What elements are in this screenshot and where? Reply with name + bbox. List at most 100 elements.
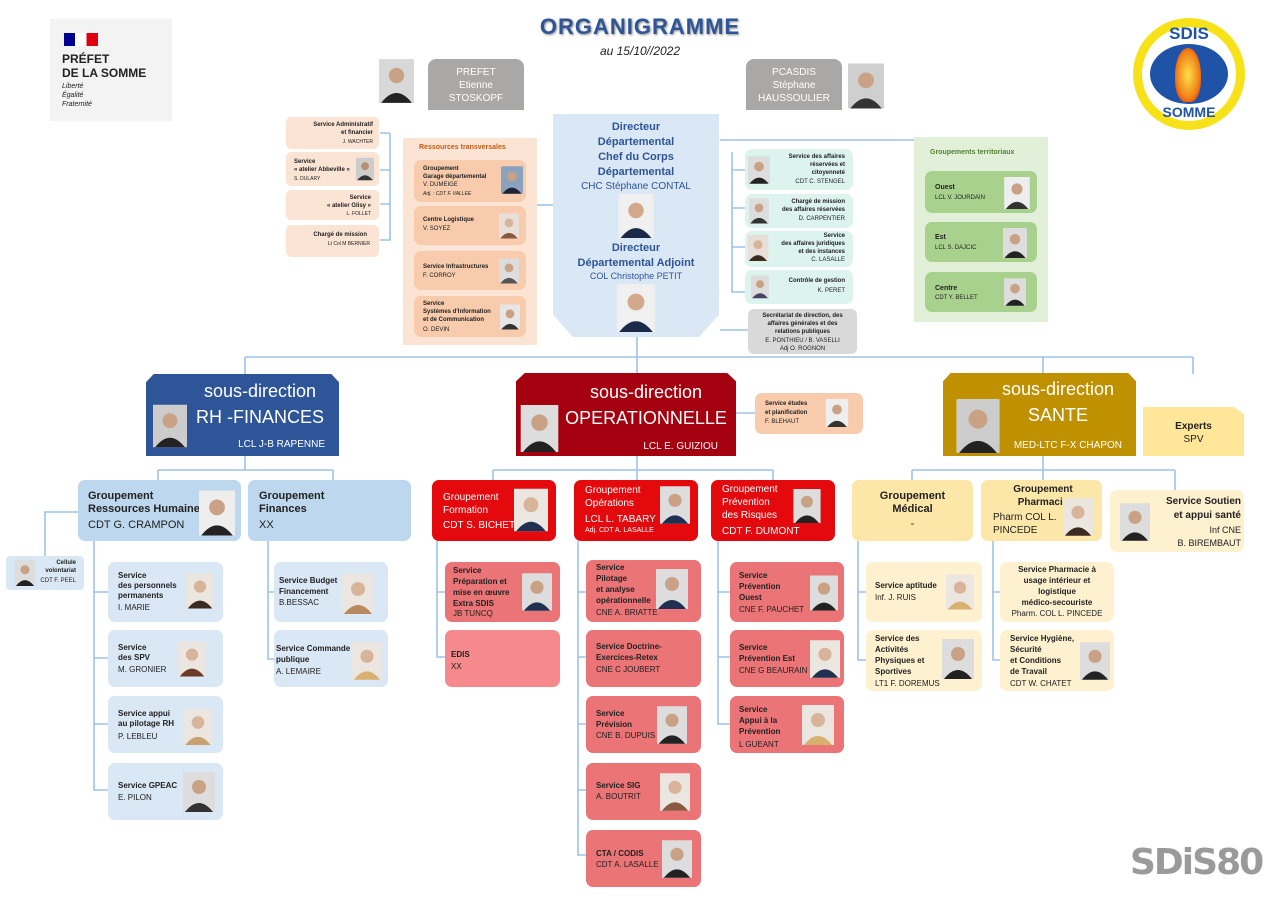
service-admin-financier: Service Administratif et financier J. WA… xyxy=(286,117,379,149)
groupement-est-photo xyxy=(1003,227,1027,259)
service-appui-prevention-photo xyxy=(802,704,834,746)
service-hygiene-photo xyxy=(1080,641,1110,681)
groupement-garage: Groupement Garage départemental V. DUMEI… xyxy=(414,160,526,202)
service-appui-pilotage-rh-photo xyxy=(181,709,215,745)
experts-spv: Experts SPV xyxy=(1143,407,1244,456)
service-pharmacie-usage-interieur: Service Pharmacie à usage intérieur et l… xyxy=(1000,562,1114,622)
service-infrastructures: Service Infrastructures F. CORROY xyxy=(414,251,526,290)
service-preparation-photo xyxy=(522,573,552,611)
prefet-box: PREFET Etienne STOSKOPF xyxy=(428,59,524,110)
service-prevention-ouest: Service Prévention Ouest CNE F. PAUCHET xyxy=(730,562,844,622)
service-pilotage-analyse: Service Pilotage et analyse opérationnel… xyxy=(586,560,701,622)
service-affaires-reservees-photo xyxy=(748,156,770,184)
service-prevention-ouest-photo xyxy=(810,572,838,614)
service-doctrine-exercices-retex: Service Doctrine- Exercices-Retex CNE C … xyxy=(586,630,701,687)
director-name: CHC Stéphane CONTAL xyxy=(581,181,691,192)
service-prevention-est-photo xyxy=(810,638,840,680)
service-pilotage-photo xyxy=(654,569,690,609)
sd-sante-photo xyxy=(956,399,1000,453)
groupement-garage-photo xyxy=(501,166,523,194)
groupement-pharmacie-photo xyxy=(1063,497,1093,537)
service-budget-financement: Service Budget Financement B.BESSAC xyxy=(274,562,388,622)
sd-rh-finances: sous-direction RH -FINANCES LCL J-B RAPE… xyxy=(146,374,339,456)
page-date: au 15/10//2022 xyxy=(599,44,681,58)
groupement-pharmacie: Groupement Pharmacie Pharm COL L. PINCED… xyxy=(981,480,1102,541)
sdis80-footer-logo: SDiS80 xyxy=(1130,842,1264,883)
pcasdis-text: PCASDIS Stéphane HAUSSOULIER xyxy=(758,67,830,104)
pcasdis-photo xyxy=(848,62,884,110)
sd-sante: sous-direction SANTE MED-LTC F-X CHAPON xyxy=(943,373,1136,456)
cellule-volontariat-photo xyxy=(13,560,37,586)
deputy-photo xyxy=(616,284,656,332)
groupement-rh-photo xyxy=(199,488,235,538)
centre-logistique: Centre Logistique V. SOYEZ xyxy=(414,206,526,245)
secretariat-direction: Secrétariat de direction, des affaires g… xyxy=(748,309,857,354)
groupement-ouest: Ouest LCL V. JOURDAIN xyxy=(925,171,1037,213)
cta-codis-photo xyxy=(662,838,692,880)
flag-icon xyxy=(64,33,98,46)
service-sig: Service SIG A. BOUTRIT xyxy=(586,763,701,820)
service-affaires-juridiques: Service des affaires juridiques et des i… xyxy=(745,231,853,267)
service-affaires-reservees: Service des affaires réservées et citoye… xyxy=(745,149,853,190)
groupement-formation-photo xyxy=(514,487,548,533)
transversal-title: Ressources transversales xyxy=(419,144,506,151)
groupement-operations: Groupement Opérations LCL L. TABARY Adj.… xyxy=(574,480,698,541)
cta-codis: CTA / CODIS CDT A. LASALLE xyxy=(586,830,701,887)
sdis-logo-top: SDIS xyxy=(1169,24,1209,43)
groupement-centre-photo xyxy=(1004,276,1026,308)
prefet-logo-line2: DE LA SOMME xyxy=(62,66,147,80)
service-spv-photo xyxy=(178,638,206,680)
groupement-prevention-photo xyxy=(791,489,823,523)
director-photo xyxy=(616,194,656,238)
prefet-logo: PRÉFET DE LA SOMME Liberté Égalité Frate… xyxy=(50,19,172,121)
pcasdis-box: PCASDIS Stéphane HAUSSOULIER xyxy=(746,59,842,110)
service-spv: Service des SPV M. GRONIER xyxy=(108,630,223,687)
charge-mission-photo xyxy=(749,197,769,225)
groupement-operations-photo xyxy=(660,485,690,525)
sdis-logo-bottom: SOMME xyxy=(1162,104,1216,120)
page-title: ORGANIGRAMME xyxy=(539,14,741,39)
controle-de-gestion-photo xyxy=(751,274,769,300)
service-personnels-permanents-photo xyxy=(186,570,214,612)
sd-op-photo xyxy=(518,405,561,452)
sdis-logo: SDIS SOMME xyxy=(1133,18,1245,130)
service-atelier-glisy: Service « atelier Glisy » L. FOLLET xyxy=(286,190,379,220)
prefet-text: PREFET Etienne STOSKOPF xyxy=(448,67,504,104)
service-commande-publique: Service Commande publique A. LEMAIRE xyxy=(274,630,388,687)
service-prevision-photo xyxy=(657,704,687,746)
centre-logistique-photo xyxy=(499,212,519,240)
service-affaires-juridiques-photo xyxy=(746,235,770,261)
service-etudes-planification: Service études et planification F. BLEHA… xyxy=(755,393,863,434)
groupement-medical: Groupement Médical - xyxy=(852,480,973,541)
groupement-formation: Groupement Formation CDT S. BICHET xyxy=(432,480,556,541)
groupement-ouest-photo xyxy=(1002,177,1032,209)
groupement-prevention-risques: Groupement Prévention des Risques CDT F.… xyxy=(711,480,835,541)
territorial-title: Groupements territoriaux xyxy=(930,149,1015,156)
sd-rh-photo xyxy=(153,402,187,450)
service-gpeac-photo xyxy=(183,769,215,815)
service-gpeac: Service GPEAC E. PILON xyxy=(108,763,223,820)
service-etudes-photo xyxy=(822,399,852,427)
service-infrastructures-photo xyxy=(499,257,519,285)
service-activites-physiques-sportives: Service des Activités Physiques et Sport… xyxy=(866,630,982,691)
service-soutien-photo xyxy=(1120,500,1150,544)
flame-icon xyxy=(1175,48,1201,102)
service-atelier-abbeville: Service « atelier Abbeville » S. DULARY xyxy=(286,152,379,186)
prefet-logo-motto: Liberté Égalité Fraternité xyxy=(62,83,92,108)
service-sic-photo xyxy=(500,303,520,331)
service-appui-prevention: Service Appui à la Prévention L GUEANT xyxy=(730,696,844,753)
service-hygiene-securite: Service Hygiène, Sécurité et Conditions … xyxy=(1000,630,1114,691)
service-aps-photo xyxy=(942,638,974,680)
service-prevision: Service Prévision CNE B. DUPUIS xyxy=(586,696,701,753)
controle-de-gestion: Contrôle de gestion K. PERET xyxy=(745,270,853,304)
prefet-logo-line1: PRÉFET xyxy=(62,52,110,66)
groupement-centre: Centre CDT Y. BELLET xyxy=(925,272,1037,312)
groupement-est: Est LCL S. DAJCIC xyxy=(925,222,1037,262)
service-appui-pilotage-rh: Service appui au pilotage RH P. LEBLEU xyxy=(108,696,223,753)
deputy-title: Directeur Départemental Adjoint xyxy=(577,242,695,269)
service-sic: Service Systèmes d'Information et de Com… xyxy=(414,296,526,337)
charge-mission-bernier: Chargé de mission Lt Col M BERNIER xyxy=(286,225,379,257)
director-title: Directeur Départemental Chef du Corps Dé… xyxy=(597,121,675,178)
service-prevention-est: Service Prévention Est CNE G BEAURAIN xyxy=(730,630,844,687)
service-sig-photo xyxy=(660,771,690,813)
